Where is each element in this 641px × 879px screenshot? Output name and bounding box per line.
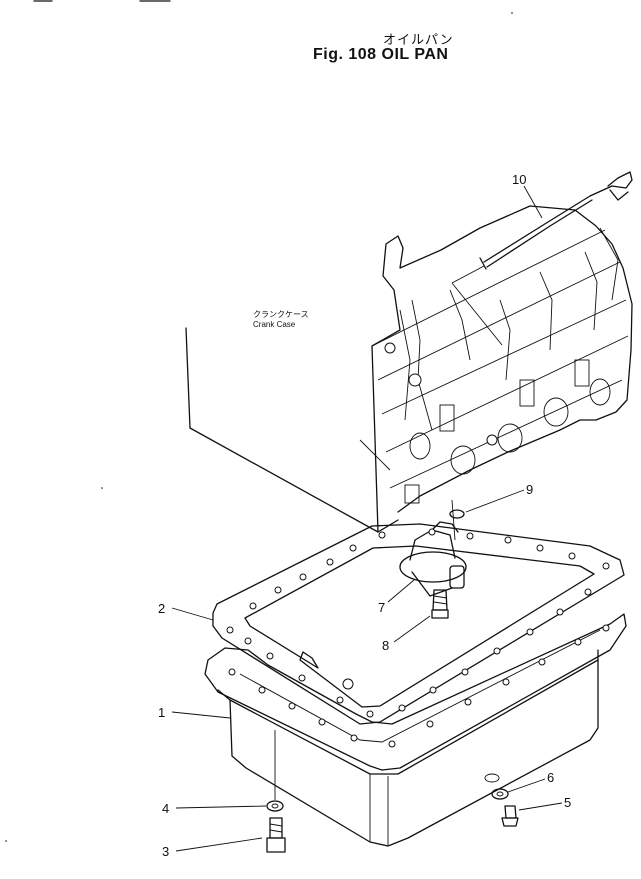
callout-8: 8 <box>382 638 389 653</box>
speck <box>101 487 103 489</box>
callout-1: 1 <box>158 705 165 720</box>
oil-pan <box>204 613 627 847</box>
side-plug <box>501 805 519 827</box>
crank-case-label-jp: クランクケース <box>253 310 309 319</box>
dipstick <box>451 171 633 346</box>
callout-10: 10 <box>512 172 526 187</box>
callout-4: 4 <box>162 801 169 816</box>
speck <box>5 840 7 842</box>
o-ring <box>449 509 465 519</box>
drain-washer <box>266 800 284 812</box>
speck <box>511 12 513 14</box>
side-washer <box>491 788 509 800</box>
callout-3: 3 <box>162 844 169 859</box>
oil-pan-gasket <box>212 523 625 725</box>
crank-case-label: Crank Case <box>253 320 296 329</box>
callout-9: 9 <box>526 482 533 497</box>
drain-plug <box>266 817 286 853</box>
figure-title: Fig. 108 OIL PAN <box>313 46 449 63</box>
callout-6: 6 <box>547 770 554 785</box>
callouts: 1 2 3 4 5 6 7 8 9 10 <box>158 172 571 859</box>
callout-5: 5 <box>564 795 571 810</box>
crank-case <box>185 205 633 533</box>
strainer-bolt <box>431 589 449 619</box>
title-japanese: オイルパン <box>383 32 454 47</box>
callout-2: 2 <box>158 601 165 616</box>
callout-7: 7 <box>378 600 385 615</box>
leader-lines <box>171 185 563 852</box>
